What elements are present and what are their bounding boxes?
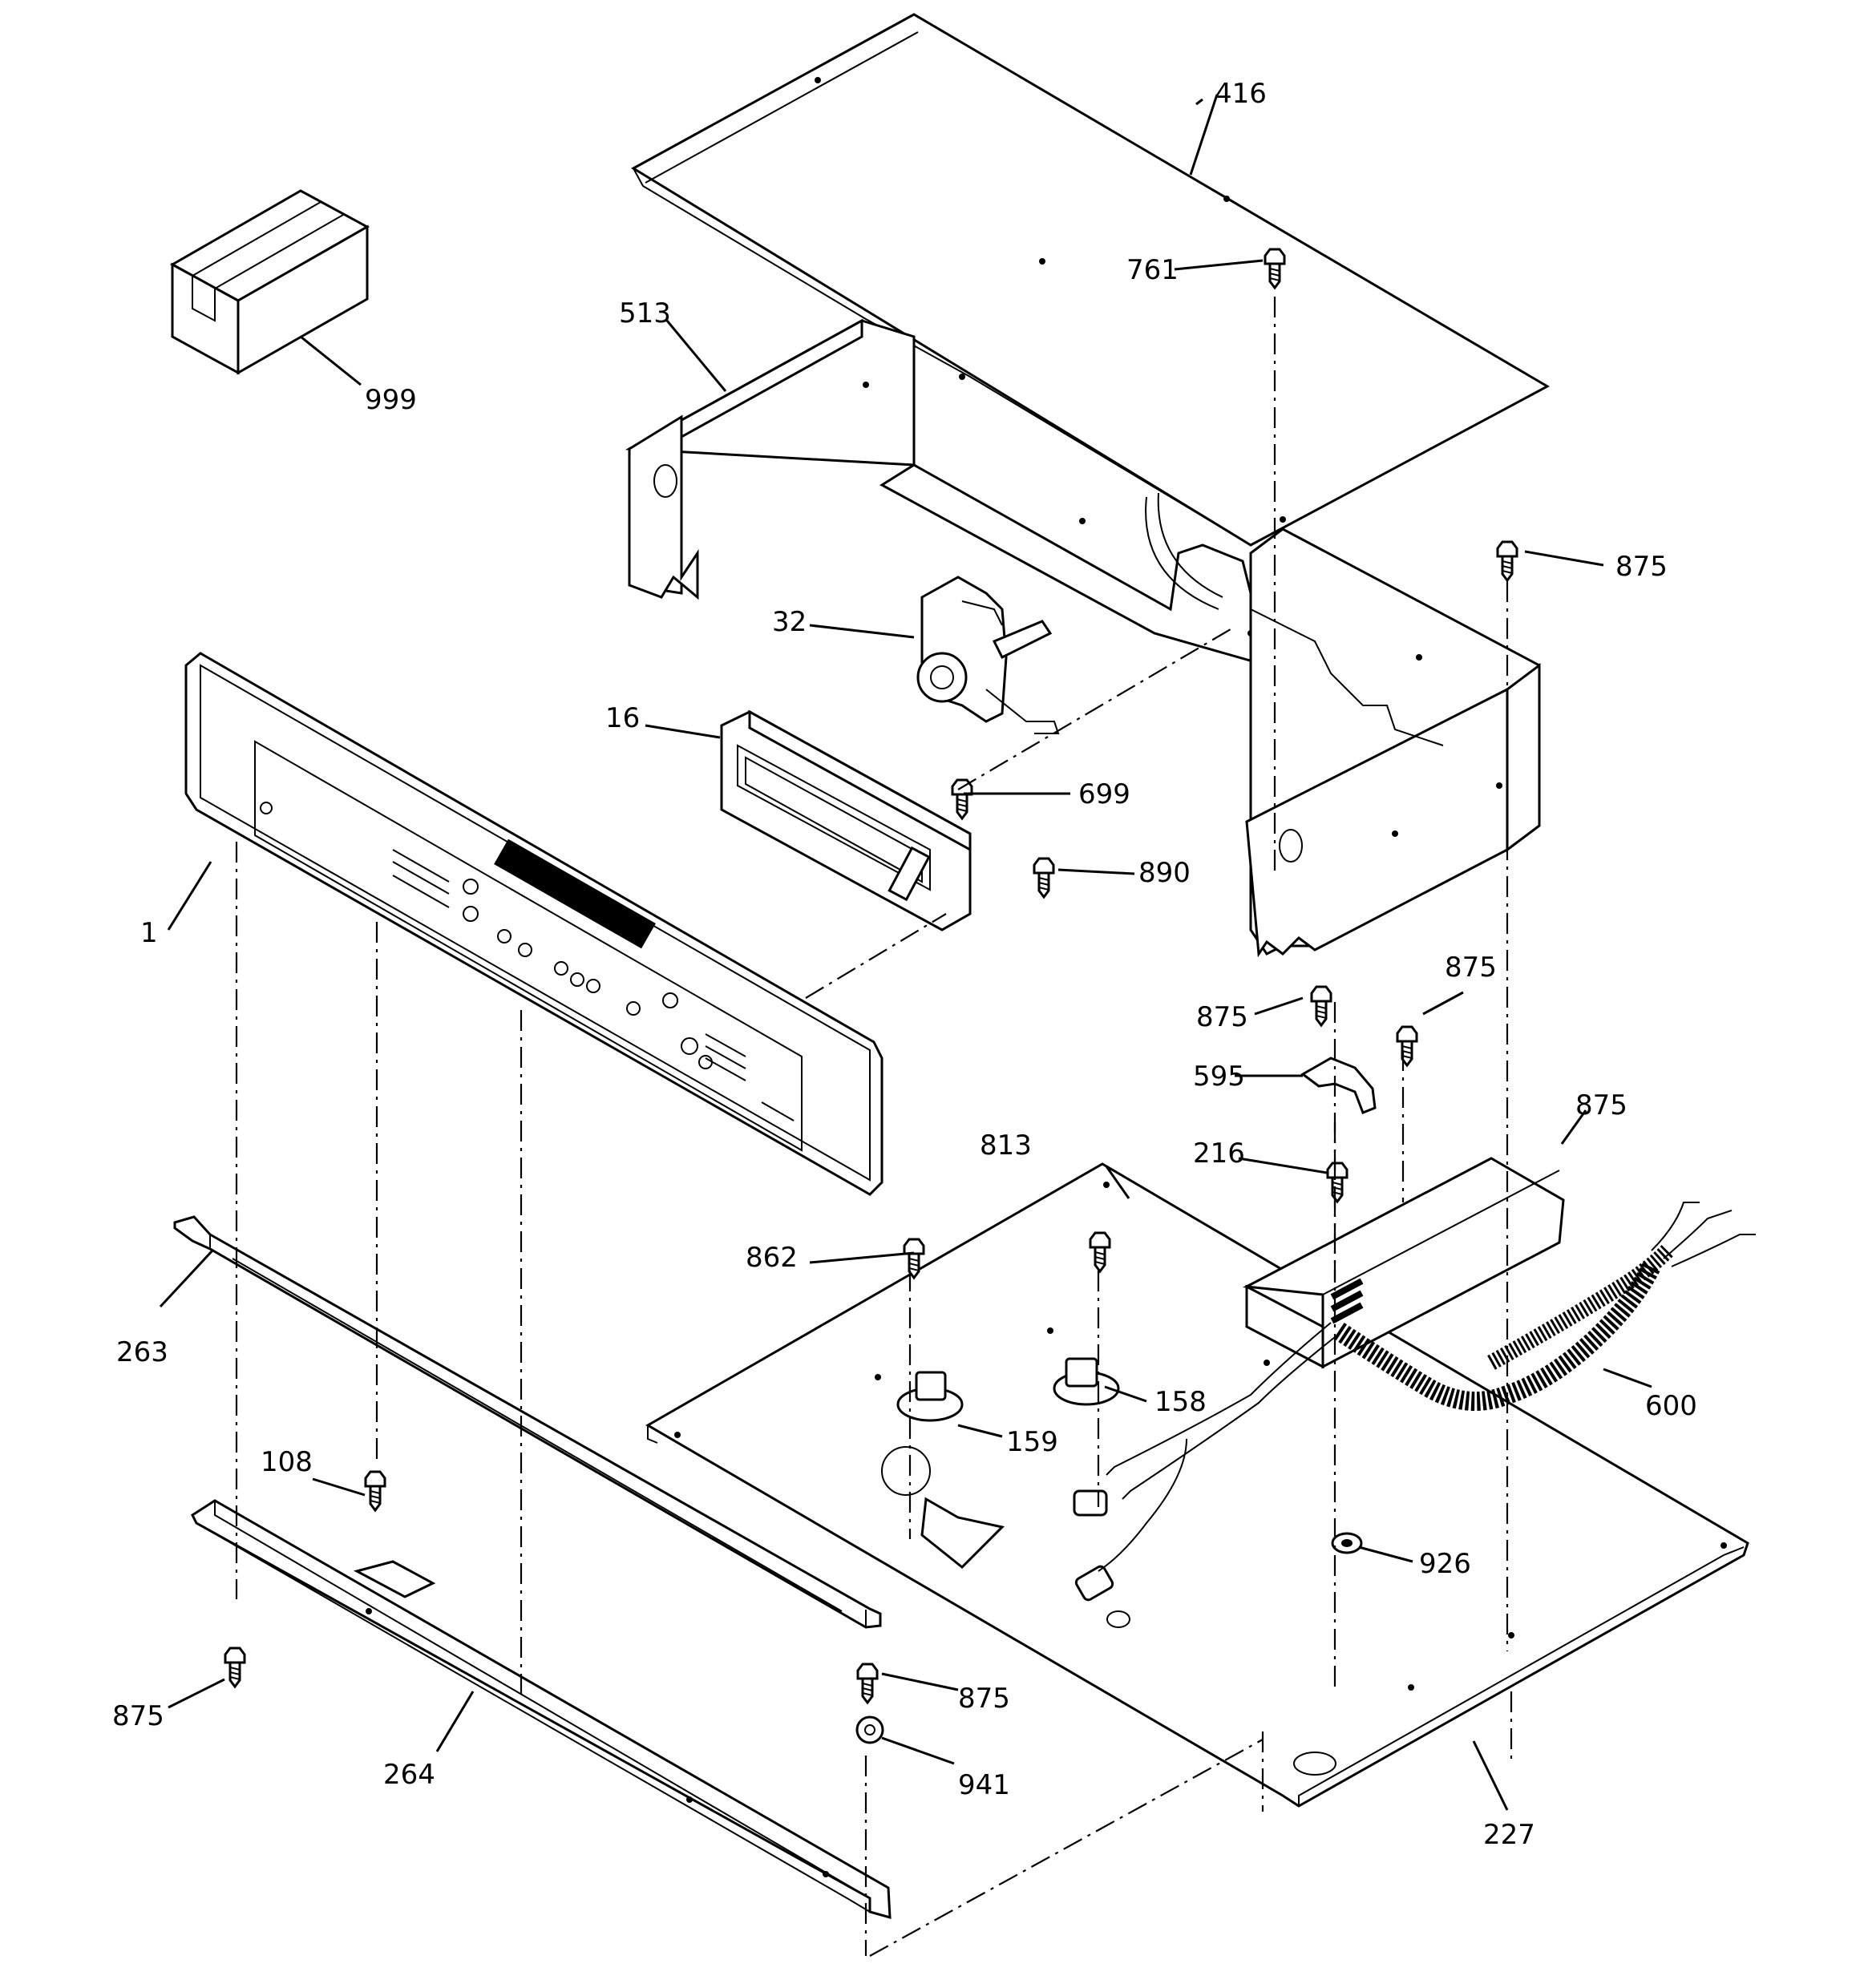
- callout-875: 875: [1196, 1001, 1248, 1033]
- callout-941: 941: [958, 1769, 1010, 1801]
- panel-buttons: [463, 879, 713, 1069]
- callout-890: 890: [1138, 857, 1191, 889]
- callout-216: 875: [1575, 1089, 1628, 1121]
- part-frame-right: [1245, 527, 1541, 958]
- part-227-base: [645, 1162, 1749, 1808]
- callout-159: 159: [1006, 1426, 1058, 1458]
- callout-875: 875: [1615, 551, 1668, 583]
- part-999-carton: [169, 189, 370, 375]
- part-264-bar: [191, 1499, 892, 1920]
- part-416-top-panel: [631, 13, 1551, 547]
- callout-875: 875: [958, 1683, 1010, 1715]
- screw-2: [1496, 540, 1518, 583]
- callout-875: 875: [112, 1700, 164, 1732]
- callout-416: 416: [1215, 78, 1267, 110]
- part-158-thermostat: [1053, 1357, 1120, 1406]
- screws: [224, 248, 1518, 1705]
- callout-875: 813: [980, 1129, 1032, 1162]
- part-513-frame: [625, 318, 1268, 667]
- screw-7: [1326, 1162, 1348, 1204]
- leader-lines: [159, 94, 1652, 1811]
- callout-926: 926: [1419, 1548, 1471, 1580]
- part-263-trim: [173, 1215, 882, 1629]
- part-941-washer: [855, 1715, 884, 1744]
- part-1-control-panel: [184, 652, 884, 1196]
- callout-227: 227: [1483, 1819, 1535, 1851]
- callout-813: 216: [1193, 1137, 1245, 1170]
- 216-slots: [1330, 1278, 1364, 1324]
- screw-4: [1033, 857, 1055, 899]
- screw-6: [1396, 1025, 1418, 1068]
- callout-761: 761: [1126, 254, 1179, 286]
- part-16-control-board: [720, 709, 972, 931]
- screw-9: [1089, 1231, 1111, 1274]
- part-159-thermostat: [896, 1371, 964, 1422]
- callout-labels: 416 761 513 999 875 32 16 699 890 1 875 …: [112, 78, 1697, 1851]
- callout-108: 108: [261, 1446, 313, 1478]
- part-216-box: [1242, 1157, 1565, 1369]
- callout-595: 595: [1193, 1061, 1245, 1093]
- screw-10: [364, 1470, 386, 1513]
- screw-12: [856, 1663, 879, 1705]
- callout-263: 263: [116, 1336, 168, 1368]
- part-32-motor: [916, 576, 1060, 734]
- screw-8: [903, 1238, 925, 1280]
- callout-1: 1: [140, 917, 158, 949]
- callout-513: 513: [619, 297, 671, 329]
- part-926-washer: [1331, 1532, 1363, 1554]
- callout-264: 264: [383, 1759, 435, 1791]
- callout-875: 875: [1445, 952, 1497, 984]
- alignment-lines: [235, 297, 1513, 1957]
- screw-11: [224, 1647, 246, 1689]
- callout-600: 600: [1645, 1390, 1697, 1422]
- screw-5: [1310, 985, 1332, 1028]
- panel-text-marks: [392, 849, 795, 1121]
- screw-3: [951, 778, 973, 821]
- part-595-clamp: [1300, 1057, 1377, 1114]
- callout-999: 999: [365, 384, 417, 416]
- callout-32: 32: [772, 606, 807, 638]
- screw-1: [1264, 248, 1286, 290]
- callout-158: 158: [1154, 1386, 1207, 1418]
- callout-16: 16: [605, 702, 640, 734]
- callout-862: 862: [746, 1242, 798, 1274]
- callout-699: 699: [1078, 778, 1130, 810]
